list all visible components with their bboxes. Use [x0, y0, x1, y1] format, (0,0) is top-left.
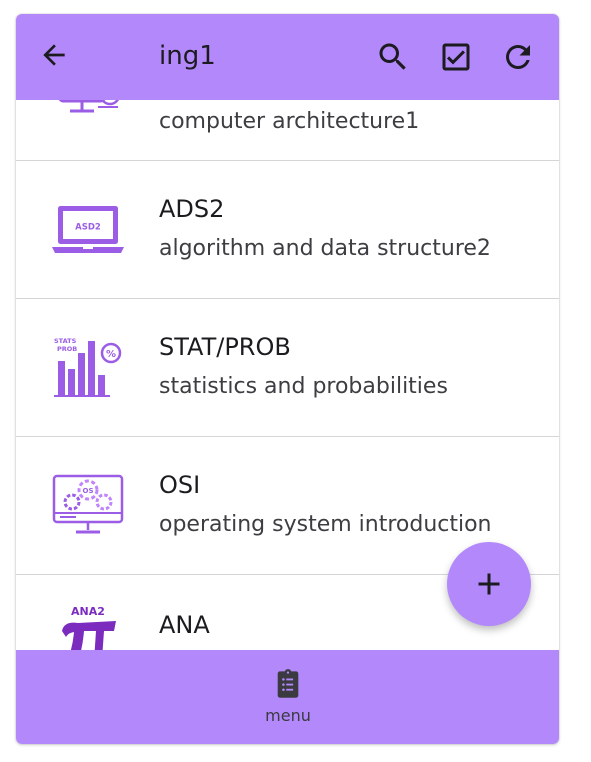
list-item-stat-prob[interactable]: STATS PROB % STAT/PROB statistics and pr…	[16, 299, 559, 437]
list-item-computer-architecture[interactable]: computer architecture1	[16, 100, 559, 161]
search-button[interactable]	[375, 39, 411, 75]
search-icon	[379, 43, 406, 70]
add-course-button[interactable]	[447, 542, 531, 626]
plus-icon	[478, 573, 500, 595]
refresh-button[interactable]	[500, 39, 536, 75]
list-item-ads2[interactable]: ASD2 ADS2 algorithm and data structure2	[16, 161, 559, 299]
laptop-icon: ASD2	[52, 206, 124, 253]
arrow-back-icon	[43, 44, 65, 66]
select-button[interactable]	[438, 39, 474, 75]
svg-text:STATS: STATS	[54, 337, 77, 345]
laptop-badge-text: ASD2	[75, 223, 101, 233]
pi-badge-text: ANA2	[71, 605, 105, 618]
monitor-gears-icon: OS	[52, 474, 124, 534]
course-description: computer architecture1	[159, 109, 420, 134]
course-description: operating system introduction	[159, 512, 492, 537]
monitor-badge-text: OS	[83, 487, 94, 495]
list-item-ana[interactable]: ANA2 ANA	[16, 575, 559, 650]
pi-icon: ANA2	[62, 605, 116, 650]
page-title: ing1	[159, 41, 216, 71]
bottom-navigation: menu	[16, 650, 559, 744]
list-item-osi[interactable]: OS OSI operating system introduction	[16, 437, 559, 575]
refresh-icon	[506, 45, 530, 69]
clipboard-icon	[277, 669, 299, 698]
bar-chart-icon: STATS PROB %	[54, 337, 122, 397]
back-button[interactable]	[38, 39, 70, 71]
top-app-bar: ing1	[16, 14, 559, 100]
nav-item-menu[interactable]: menu	[247, 668, 329, 732]
course-name: STAT/PROB	[159, 333, 291, 361]
nav-item-label: menu	[265, 706, 311, 725]
course-description: statistics and probabilities	[159, 374, 448, 399]
checkbox-icon	[442, 43, 470, 71]
course-name: ADS2	[159, 195, 225, 223]
svg-text:PROB: PROB	[57, 345, 77, 353]
course-name: ANA	[159, 611, 210, 639]
course-list[interactable]: computer architecture1 ASD2 ADS2 algorit…	[16, 100, 559, 650]
svg-text:%: %	[106, 349, 116, 360]
course-name: OSI	[159, 471, 201, 499]
course-description: algorithm and data structure2	[159, 236, 491, 261]
app-window: ing1	[16, 14, 559, 744]
computer-hardware-icon	[58, 100, 119, 113]
